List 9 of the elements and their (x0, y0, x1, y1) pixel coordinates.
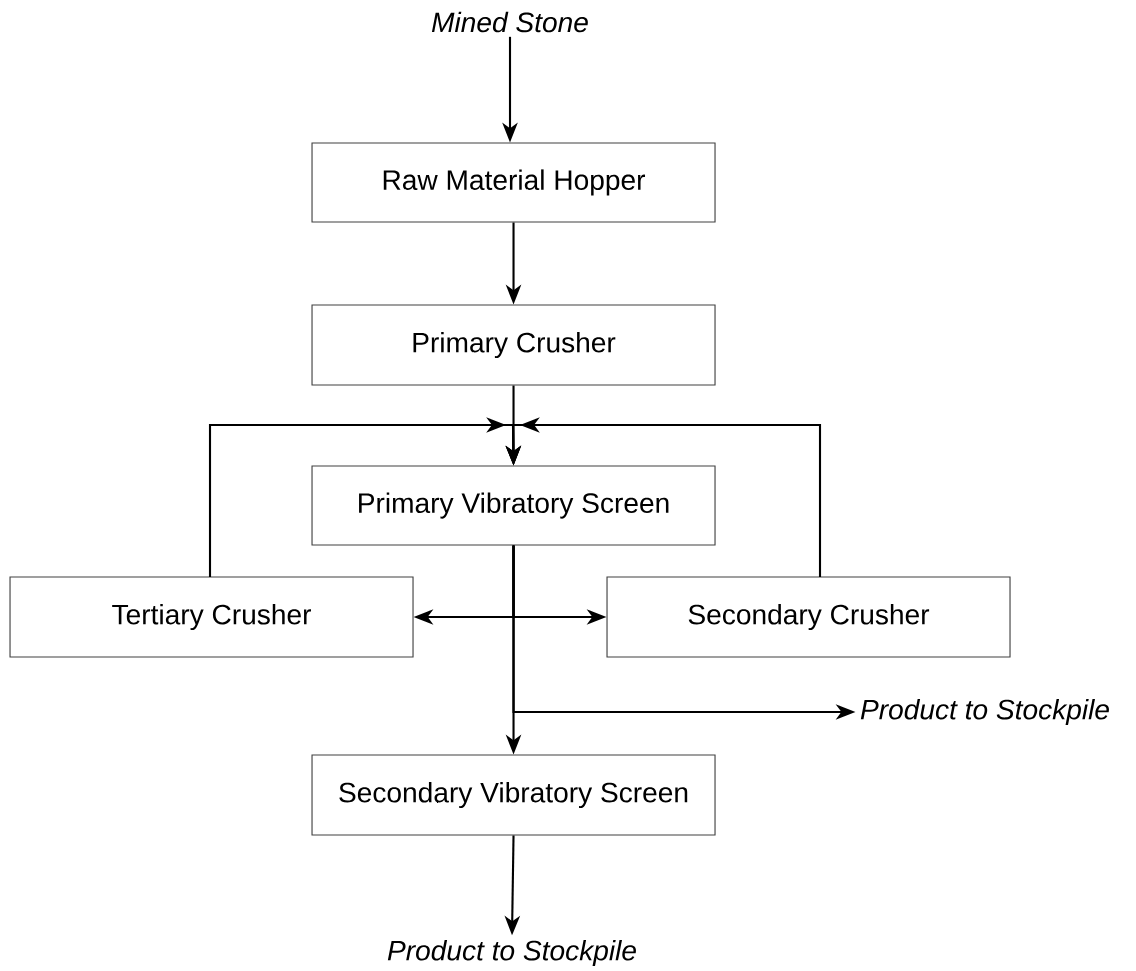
stream-label: Mined Stone (431, 11, 588, 33)
process-box: Primary Crusher (311, 304, 716, 386)
process-box: Primary Vibratory Screen (311, 465, 716, 546)
process-box: Secondary Crusher (606, 576, 1011, 658)
stream-label: Product to Stockpile (860, 698, 1109, 726)
stream-label: Product to Stockpile (387, 939, 636, 967)
process-box: Raw Material Hopper (311, 142, 716, 223)
process-box: Tertiary Crusher (9, 576, 414, 658)
process-box: Secondary Vibratory Screen (311, 754, 716, 836)
